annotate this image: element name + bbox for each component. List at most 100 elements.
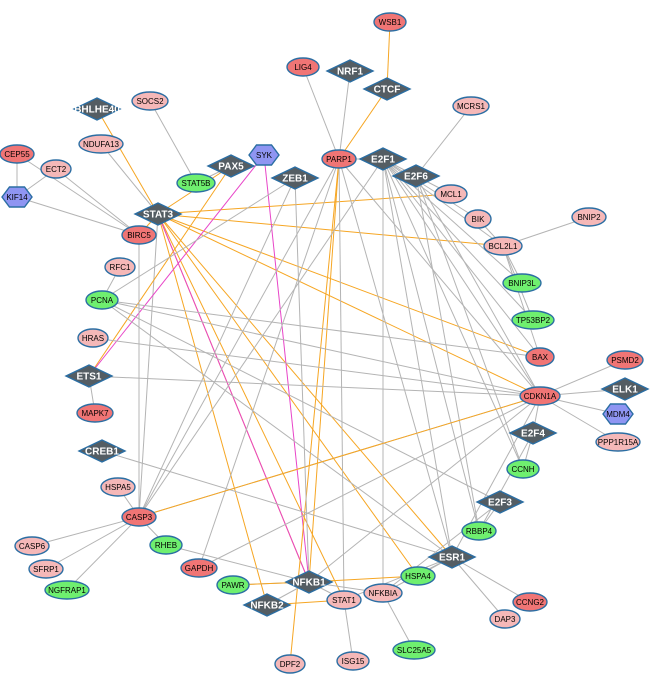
- node-mcrs1[interactable]: MCRS1: [452, 96, 490, 116]
- edge-pcna-cdkn1a: [101, 299, 541, 397]
- node-cdkn1a[interactable]: CDKN1A: [519, 386, 561, 406]
- node-label: BNIP3L: [508, 279, 536, 288]
- node-cep55[interactable]: CEP55: [0, 144, 35, 164]
- node-kif14[interactable]: KIF14: [1, 186, 33, 208]
- node-hras[interactable]: HRAS: [77, 328, 109, 348]
- node-nfkb1[interactable]: NFKB1: [284, 570, 334, 594]
- node-rfc1[interactable]: RFC1: [104, 257, 136, 277]
- node-dap3[interactable]: DAP3: [489, 609, 521, 629]
- node-ccnh[interactable]: CCNH: [506, 459, 540, 479]
- edge-e2f6-rbbp4: [415, 175, 480, 532]
- node-gapdh[interactable]: GAPDH: [180, 558, 218, 578]
- edge-mcrs1-e2f6: [415, 105, 472, 177]
- node-zeb1[interactable]: ZEB1: [270, 166, 320, 190]
- node-label: ESR1: [439, 553, 466, 564]
- node-e2f1[interactable]: E2F1: [358, 147, 408, 171]
- gene-ellipse-shape: [326, 590, 362, 610]
- node-wsb1[interactable]: WSB1: [373, 12, 407, 32]
- node-casp6[interactable]: CASP6: [14, 536, 50, 556]
- node-label: LIG4: [294, 63, 312, 72]
- node-pawr[interactable]: PAWR: [216, 575, 250, 595]
- node-rheb[interactable]: RHEB: [149, 535, 183, 555]
- node-label: DPF2: [280, 660, 301, 669]
- edge-casp3-casp6: [31, 516, 140, 547]
- node-bik[interactable]: BIK: [464, 209, 492, 229]
- gene-ellipse-shape: [571, 207, 607, 227]
- node-stat3[interactable]: STAT3: [133, 202, 183, 226]
- edge-pcna-e2f3: [101, 299, 501, 503]
- node-socs2[interactable]: SOCS2: [131, 91, 169, 111]
- node-ccng2[interactable]: CCNG2: [512, 592, 548, 612]
- node-rbbp4[interactable]: RBBP4: [461, 521, 497, 541]
- node-bax[interactable]: BAX: [525, 347, 555, 367]
- node-syk[interactable]: SYK: [248, 144, 280, 166]
- node-creb1[interactable]: CREB1: [77, 439, 127, 463]
- edge-e2f1-cdkn1a: [382, 158, 541, 397]
- node-ppp1r15a[interactable]: PPP1R15A: [595, 432, 641, 452]
- gene-ellipse-shape: [14, 536, 50, 556]
- node-parp1[interactable]: PARP1: [321, 149, 357, 169]
- node-hspa5[interactable]: HSPA5: [100, 477, 136, 497]
- edge-cdkn1a-casp3: [138, 395, 541, 518]
- node-bnip3l[interactable]: BNIP3L: [502, 273, 542, 293]
- node-casp3[interactable]: CASP3: [121, 507, 157, 527]
- node-e2f3[interactable]: E2F3: [475, 490, 525, 514]
- edges-layer: [16, 21, 626, 665]
- node-ndufa13[interactable]: NDUFA13: [78, 134, 124, 154]
- node-label: NDUFA13: [83, 140, 120, 149]
- node-label: PAWR: [221, 581, 244, 590]
- node-pcna[interactable]: PCNA: [85, 290, 119, 310]
- node-label: NFKB1: [292, 578, 326, 589]
- gene-ellipse-shape: [461, 521, 497, 541]
- node-ctcf[interactable]: CTCF: [362, 77, 412, 101]
- node-ngfrap1[interactable]: NGFRAP1: [44, 580, 90, 600]
- node-esr1[interactable]: ESR1: [427, 545, 477, 569]
- node-label: PCNA: [91, 296, 114, 305]
- node-e2f4[interactable]: E2F4: [508, 421, 558, 445]
- tf-diamond-shape: [600, 377, 650, 401]
- edge-hras-cdkn1a: [92, 337, 541, 397]
- node-bhlhe40[interactable]: BHLHE40: [72, 97, 122, 121]
- edge-esr1-stat1: [343, 556, 453, 601]
- node-ets1[interactable]: ETS1: [64, 364, 114, 388]
- node-slc25a5[interactable]: SLC25A5: [392, 640, 436, 660]
- node-psmd2[interactable]: PSMD2: [606, 350, 644, 370]
- node-stat5b[interactable]: STAT5B: [176, 173, 216, 193]
- node-label: BIK: [472, 215, 486, 224]
- node-stat1[interactable]: STAT1: [326, 590, 362, 610]
- node-mdm4[interactable]: MDM4: [602, 403, 634, 425]
- node-label: CDKN1A: [524, 392, 557, 401]
- node-bcl2l1[interactable]: BCL2L1: [483, 236, 523, 256]
- node-label: CTCF: [374, 85, 401, 96]
- edge-parp1-esr1: [338, 158, 453, 558]
- gene-ellipse-shape: [216, 575, 250, 595]
- node-dpf2[interactable]: DPF2: [274, 654, 306, 674]
- edge-e2f6-cdkn1a: [415, 175, 541, 397]
- node-nrf1[interactable]: NRF1: [325, 59, 375, 83]
- kinase-hexagon-shape: [248, 144, 280, 166]
- node-e2f6[interactable]: E2F6: [391, 164, 441, 188]
- node-label: DAP3: [495, 615, 516, 624]
- node-birc5[interactable]: BIRC5: [121, 225, 157, 245]
- edge-ect2-birc5: [55, 168, 140, 236]
- edge-esr1-dap3: [451, 556, 506, 620]
- edge-e2f1-tp53bp2: [382, 158, 534, 321]
- node-pax5[interactable]: PAX5: [206, 154, 256, 178]
- node-bnip2[interactable]: BNIP2: [571, 207, 607, 227]
- node-tp53bp2[interactable]: TP53BP2: [511, 310, 555, 330]
- tf-diamond-shape: [358, 147, 408, 171]
- node-isg15[interactable]: ISG15: [336, 651, 370, 671]
- tf-diamond-shape: [391, 164, 441, 188]
- node-mapk7[interactable]: MAPK7: [76, 403, 114, 423]
- node-nfkbia[interactable]: NFKBIA: [363, 583, 403, 603]
- node-sfrp1[interactable]: SFRP1: [28, 559, 64, 579]
- node-mcl1[interactable]: MCL1: [434, 184, 468, 204]
- node-label: MAPK7: [81, 409, 109, 418]
- node-nfkb2[interactable]: NFKB2: [242, 593, 292, 617]
- node-hspa4[interactable]: HSPA4: [400, 566, 436, 586]
- node-lig4[interactable]: LIG4: [286, 57, 320, 77]
- node-elk1[interactable]: ELK1: [600, 377, 650, 401]
- node-label: ECT2: [46, 165, 67, 174]
- node-ect2[interactable]: ECT2: [40, 159, 72, 179]
